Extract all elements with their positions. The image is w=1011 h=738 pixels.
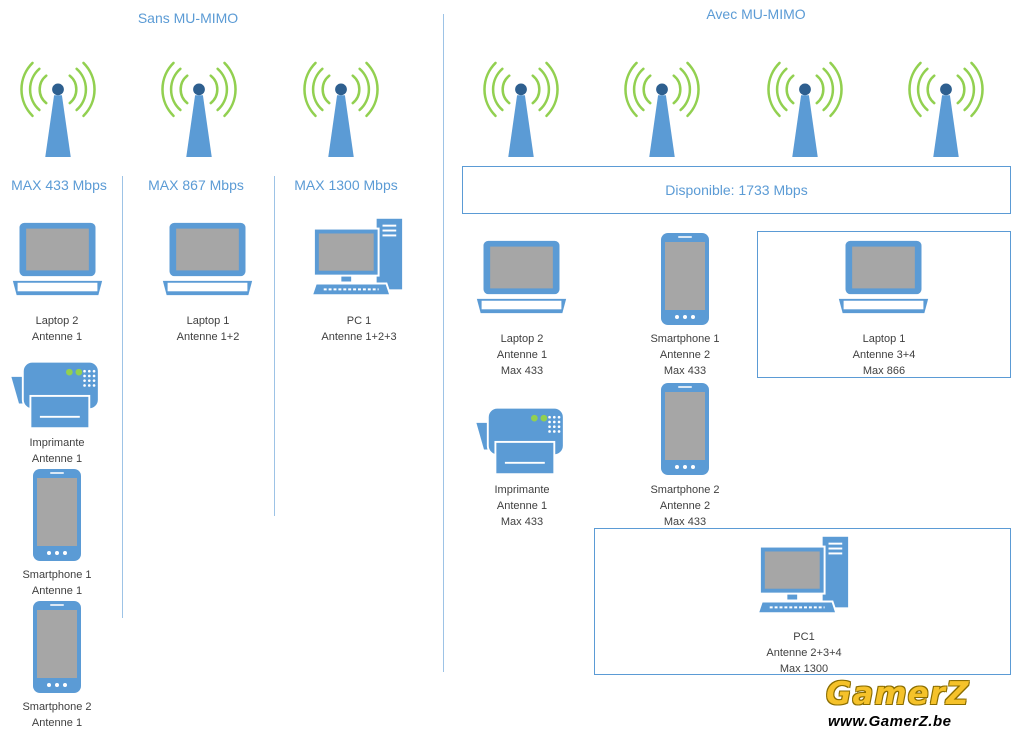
device-max: Max 1300 xyxy=(779,663,829,675)
device-caption-pc1: PC1 Antenne 2+3+4 Max 1300 xyxy=(744,629,864,677)
device-antenna: Antenne 1 xyxy=(31,585,83,597)
device-caption-smartphone1: Smartphone 1 Antenne 1 xyxy=(0,567,114,599)
device-antenna: Antenne 1 xyxy=(496,500,548,512)
device-caption-laptop1: Laptop 1 Antenne 3+4 Max 866 xyxy=(824,331,944,379)
device-antenna: Antenne 1+2 xyxy=(176,331,240,343)
desktop-pc-icon xyxy=(756,534,854,616)
gamerz-logo: GamerZ xyxy=(826,676,970,712)
device-max: Max 433 xyxy=(500,365,544,377)
divider-left-1 xyxy=(122,176,123,618)
laptop-icon xyxy=(160,220,255,298)
antenna-tower-icon xyxy=(765,60,845,158)
device-max: Max 866 xyxy=(862,365,906,377)
device-max: Max 433 xyxy=(500,516,544,528)
device-caption-smartphone2: Smartphone 2 Antenne 1 xyxy=(0,699,114,731)
device-antenna: Antenne 2 xyxy=(659,500,711,512)
device-antenna: Antenne 1 xyxy=(31,717,83,729)
device-caption-smartphone2: Smartphone 2 Antenne 2 Max 433 xyxy=(625,482,745,530)
device-caption-printer: Imprimante Antenne 1 xyxy=(0,435,114,467)
printer-icon xyxy=(9,356,105,432)
device-name: Laptop 1 xyxy=(862,333,906,345)
antenna-tower-icon xyxy=(622,60,702,158)
device-name: Smartphone 1 xyxy=(650,333,720,345)
available-bandwidth-label: Disponible: 1733 Mbps xyxy=(665,182,808,198)
device-name: Imprimante xyxy=(494,484,550,496)
device-caption-printer: Imprimante Antenne 1 Max 433 xyxy=(464,482,580,530)
laptop-icon xyxy=(836,238,931,316)
max-speed-label: MAX 1300 Mbps xyxy=(294,177,398,193)
device-name: Imprimante xyxy=(29,437,85,449)
laptop-icon xyxy=(474,238,569,316)
printer-icon xyxy=(474,402,570,478)
device-caption-pc1: PC 1 Antenne 1+2+3 xyxy=(294,313,424,345)
laptop-icon xyxy=(10,220,105,298)
antenna-tower-icon xyxy=(159,60,239,158)
device-antenna: Antenne 1 xyxy=(31,453,83,465)
smartphone-icon xyxy=(32,600,82,694)
heading-sans-mu-mimo: Sans MU-MIMO xyxy=(137,10,239,26)
gamerz-url: www.GamerZ.be xyxy=(828,713,952,730)
device-antenna: Antenne 2 xyxy=(659,349,711,361)
device-caption-laptop1: Laptop 1 Antenne 1+2 xyxy=(150,313,266,345)
heading-avec-mu-mimo: Avec MU-MIMO xyxy=(706,6,806,22)
device-antenna: Antenne 2+3+4 xyxy=(766,647,842,659)
device-antenna: Antenne 1 xyxy=(496,349,548,361)
available-bandwidth-box: Disponible: 1733 Mbps xyxy=(462,166,1011,214)
divider-center xyxy=(443,14,444,672)
antenna-tower-icon xyxy=(18,60,98,158)
smartphone-icon xyxy=(32,468,82,562)
device-antenna: Antenne 1+2+3 xyxy=(321,331,397,343)
antenna-tower-icon xyxy=(906,60,986,158)
device-name: PC1 xyxy=(793,631,815,643)
device-caption-laptop2: Laptop 2 Antenne 1 xyxy=(0,313,114,345)
smartphone-icon xyxy=(660,232,710,326)
device-max: Max 433 xyxy=(663,516,707,528)
desktop-pc-icon xyxy=(310,216,408,298)
device-name: Smartphone 2 xyxy=(650,484,720,496)
device-name: Laptop 2 xyxy=(35,315,79,327)
device-name: Laptop 1 xyxy=(186,315,230,327)
device-max: Max 433 xyxy=(663,365,707,377)
max-speed-label: MAX 433 Mbps xyxy=(11,177,107,193)
device-antenna: Antenne 1 xyxy=(31,331,83,343)
device-name: Laptop 2 xyxy=(500,333,544,345)
max-speed-label: MAX 867 Mbps xyxy=(148,177,244,193)
divider-left-2 xyxy=(274,176,275,516)
device-name: Smartphone 2 xyxy=(22,701,92,713)
device-antenna: Antenne 3+4 xyxy=(852,349,916,361)
antenna-tower-icon xyxy=(481,60,561,158)
device-caption-smartphone1: Smartphone 1 Antenne 2 Max 433 xyxy=(625,331,745,379)
device-name: Smartphone 1 xyxy=(22,569,92,581)
device-name: PC 1 xyxy=(346,315,372,327)
smartphone-icon xyxy=(660,382,710,476)
device-caption-laptop2: Laptop 2 Antenne 1 Max 433 xyxy=(464,331,580,379)
antenna-tower-icon xyxy=(301,60,381,158)
